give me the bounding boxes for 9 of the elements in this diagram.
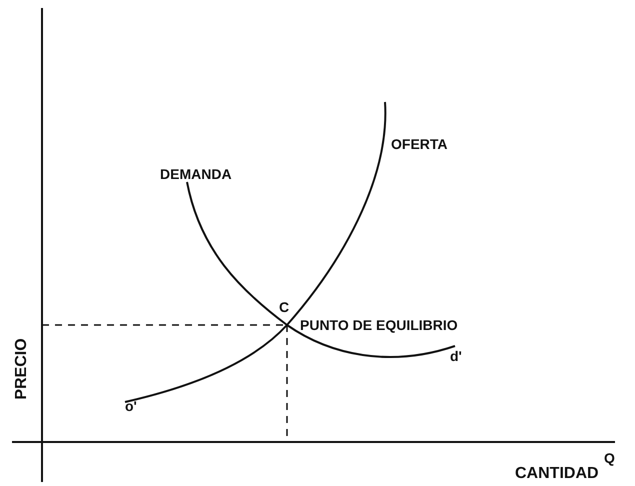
- axis-title: CANTIDAD: [515, 466, 599, 482]
- axis-title: PRECIO: [14, 337, 30, 401]
- curve-label: DEMANDA: [160, 166, 232, 182]
- curve-label: OFERTA: [391, 136, 448, 152]
- curve-end-label: d': [450, 348, 462, 364]
- axis-label: Q: [604, 450, 615, 466]
- point-label: PUNTO DE EQUILIBRIO: [300, 317, 458, 333]
- point-label: C: [279, 299, 290, 315]
- curve-end-label: o': [125, 398, 137, 414]
